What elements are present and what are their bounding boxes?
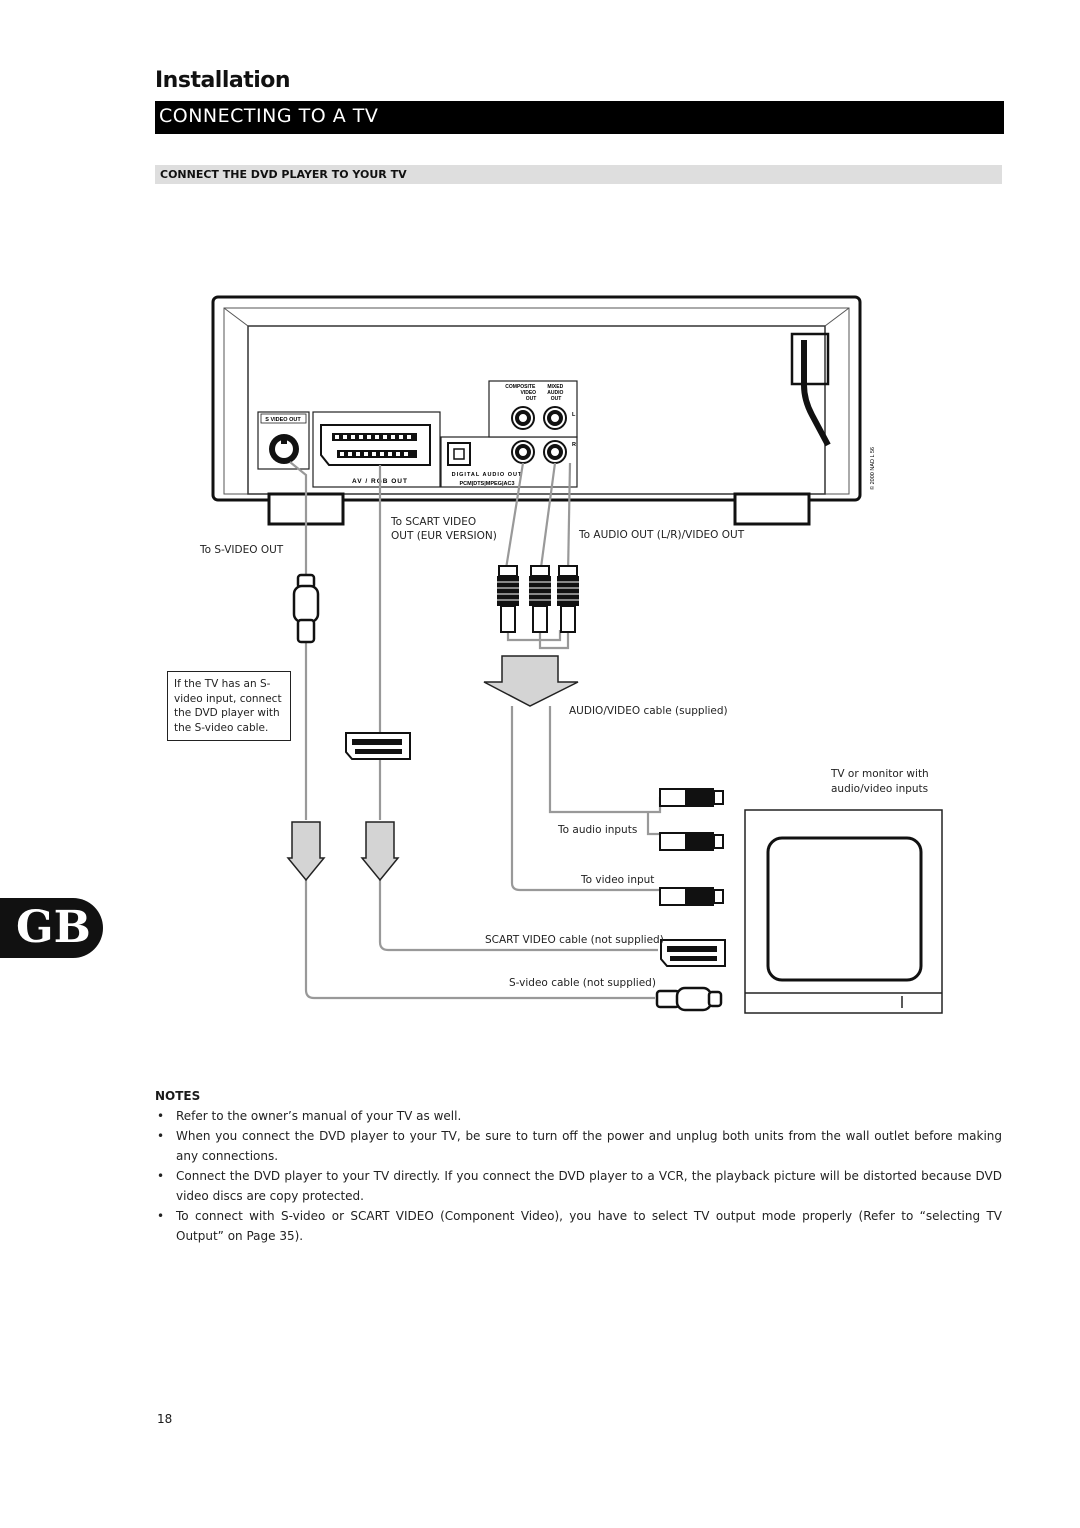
subsection-title: CONNECT THE DVD PLAYER TO YOUR TV [160,168,407,181]
to-audio-inputs-label: To audio inputs [558,824,638,836]
to-audio-out-label: To AUDIO OUT (L/R)/VIDEO OUT [579,529,745,541]
note-item: Connect the DVD player to your TV direct… [155,1166,1002,1206]
tv-rca-plugs [659,788,724,906]
tv-monitor-label-2: audio/video inputs [831,783,929,795]
copyright-label: © 2000 NAD L 56 [869,447,876,490]
digital-audio-out-label: DIGITAL AUDIO OUT [452,472,523,478]
scart-arrow-icon [360,821,400,882]
cable-lines [289,461,662,1000]
note-item: Refer to the owner’s manual of your TV a… [155,1106,1002,1126]
mixed-label-3: OUT [551,396,562,402]
tv-svideo-plug [655,986,723,1012]
svideo-out-label: S VIDEO OUT [265,417,301,423]
av-arrow-icon [483,655,579,707]
page-title: CONNECTING TO A TV [159,105,379,127]
svideo-plug [292,573,320,644]
note-item: To connect with S-video or SCART VIDEO (… [155,1206,1002,1246]
mixed-label-2: AUDIO [547,390,563,396]
to-svideo-out-label: To S-VIDEO OUT [200,544,284,556]
mixed-audio-out-label: MIXED AUDIO OUT [547,384,565,402]
composite-video-out-label: COMPOSITE VIDEO OUT [505,384,537,402]
to-scart-video-label-1: To SCART VIDEO [391,516,477,528]
dvd-player-rear-panel: S VIDEO OUT AV / RGB OUT DIGITAL [211,295,876,526]
to-scart-video-label-2: OUT (EUR VERSION) [391,530,497,542]
scart-cable-label: SCART VIDEO cable (not supplied) [485,934,664,946]
channel-l-label: L [572,412,576,418]
tv-monitor [744,809,943,1014]
composite-label-1: COMPOSITE [505,384,536,390]
notes-heading: NOTES [155,1089,201,1103]
scart-plug [345,732,411,760]
language-tab: GB [0,898,103,958]
page-number: 18 [157,1412,173,1426]
language-tab-label: GB [16,902,91,953]
rca-plugs [497,565,579,633]
digital-formats-label: PCM|DTS|MPEG|AC3 [459,481,514,487]
composite-label-2: VIDEO [521,390,537,396]
tv-monitor-label-1: TV or monitor with [831,768,929,780]
av-cable-label: AUDIO/VIDEO cable (supplied) [569,705,728,717]
note-item: When you connect the DVD player to your … [155,1126,1002,1166]
subsection-bar: CONNECT THE DVD PLAYER TO YOUR TV [155,165,1002,184]
svideo-arrow-icon [286,821,326,882]
channel-r-label: R [572,442,576,448]
composite-label-3: OUT [526,396,537,402]
svideo-note-box: If the TV has an S-video input, connect … [167,671,291,741]
page-title-bar: CONNECTING TO A TV [155,101,1004,134]
svideo-cable-label: S-video cable (not supplied) [509,977,656,989]
to-video-input-label: To video input [581,874,655,886]
section-title: Installation [155,68,291,93]
tv-scart-plug [660,939,726,967]
notes-list: Refer to the owner’s manual of your TV a… [155,1106,1002,1246]
connection-diagram: S VIDEO OUT AV / RGB OUT DIGITAL [211,295,943,1014]
mixed-label-1: MIXED [547,384,563,390]
